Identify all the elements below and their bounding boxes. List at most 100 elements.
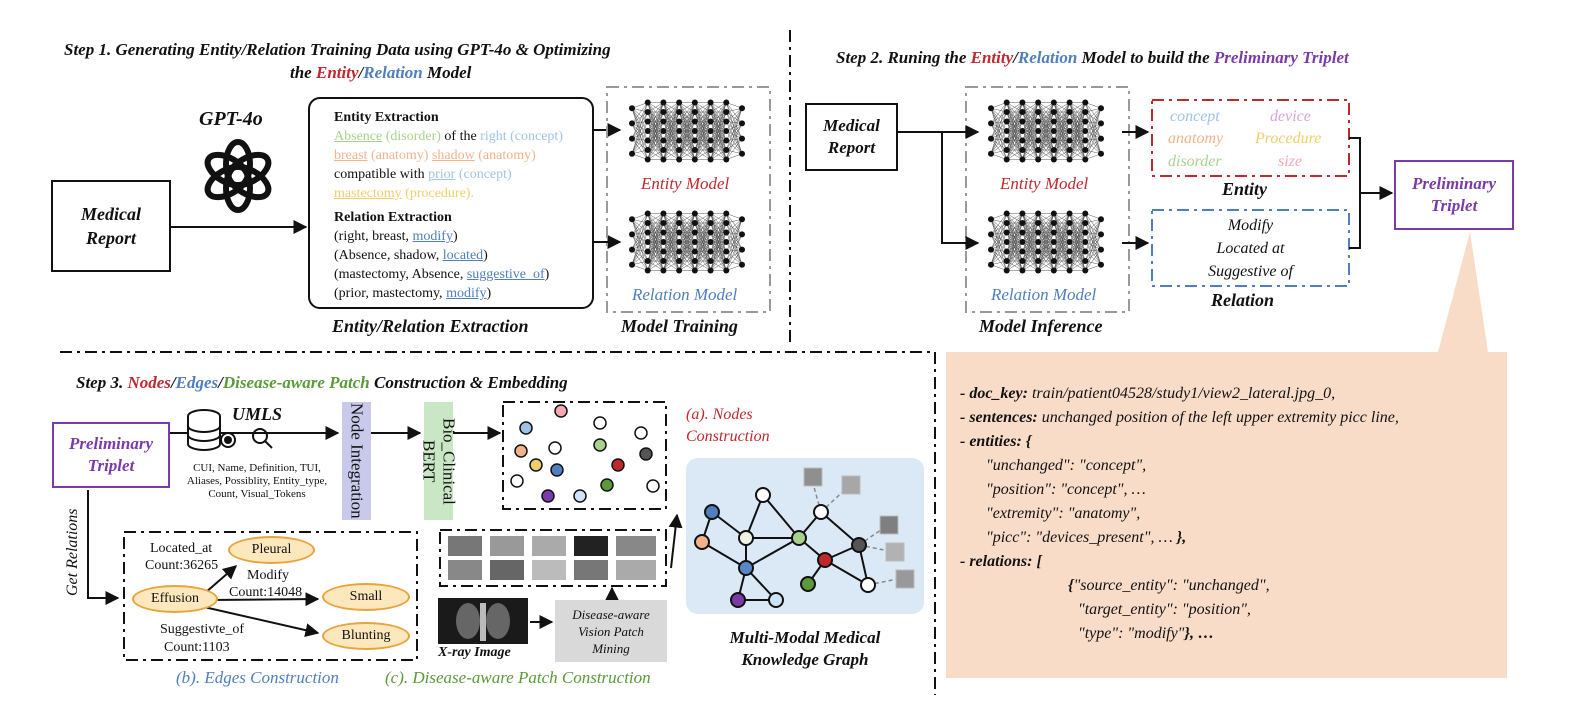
rel2-pre: (Absence, shadow, [334,248,443,263]
triplet-line1: Preliminary [1411,174,1497,193]
tok-mastectomy: mastectomy [334,186,402,201]
step2-entity-net-icon [988,99,1104,163]
step2-title-relation: Relation [1017,48,1078,67]
step2-medical-report-box: Medical Report [805,103,898,171]
step1-title: Step 1. Generating Entity/Relation Train… [64,40,764,60]
umls-fields-line1: CUI, Name, Definition, TUI, [193,462,321,474]
umls-fields-line3: Count, Visual_Tokens [208,488,306,500]
node-pleural-label: Pleural [251,542,292,557]
step3-triplet-line2: Triplet [87,456,135,475]
graph-caption-line2: Knowledge Graph [741,650,869,669]
step3-title-edges: Edges [175,373,219,392]
node-dot [514,444,528,458]
patch-mining-line3: Mining [592,640,630,656]
node-integration-block: Node Integration [342,402,371,520]
step2-title-pre: Step 2. Runing the [836,48,971,67]
medical-report-line2: Report [85,228,136,248]
bio-bert-block: Bio_Clinical BERT [420,402,459,520]
step3-title-pre: Step 3. [76,373,128,392]
rel2-post: ) [483,248,488,263]
step3-title-patch: Disease-aware Patch [222,373,370,392]
relation-extraction-heading: Relation Extraction [334,210,452,225]
step2-entity-model-label: Entity Model [1000,174,1089,193]
step2-title: Step 2. Runing the Entity/Relation Model… [836,48,1349,68]
relation-type-modify: Modify [1227,217,1274,234]
node-dot [573,489,587,503]
rel-open: { [1068,577,1074,594]
edge-modify-label: Modify [247,568,289,583]
step2-title-slash: / [1013,48,1018,67]
graph-caption: Multi-Modal Medical Knowledge Graph [686,627,924,671]
step1-title-line1: Step 1. Generating Entity/Relation Train… [64,40,611,59]
medical-report-line1: Medical [81,204,141,224]
step2-relation-model-label: Relation Model [991,285,1097,304]
step3-title-slash2: / [218,373,223,392]
node-dot [611,458,625,472]
step2-title-entity: Entity [970,48,1014,67]
step3-preliminary-triplet-box: Preliminary Triplet [52,422,170,488]
title-entity: Entity [315,63,359,82]
rel2-type: located [442,248,484,263]
rel3-type: suggestive_of [466,267,545,282]
umls-fields: CUI, Name, Definition, TUI, Aliases, Pos… [172,462,342,501]
node-dot [548,441,562,455]
inference-caption: Model Inference [979,316,1103,336]
step3-title-nodes: Nodes [127,373,171,392]
edge-located-label: Located_at [150,541,213,556]
tok-right: right [480,129,507,144]
nodes-caption-line2: Construction [686,428,770,445]
patch-mining-box: Disease-aware Vision Patch Mining [555,600,667,662]
relation-types: Modify Located at Suggestive of [1152,214,1349,283]
entity-type-disorder: disorder [1168,153,1222,170]
rel1-type: modify [412,229,453,244]
title-the: the [290,63,316,82]
step2-preliminary-triplet-box: Preliminary Triplet [1394,160,1514,230]
graph-caption-line1: Multi-Modal Medical [729,628,881,647]
step1-relation-net-icon [629,210,745,274]
relations-label: - relations: [ [960,553,1042,570]
title-slash: / [358,63,364,82]
relation-line-3: (mastectomy, Absence, suggestive_of) [334,265,582,284]
bio-bert-label: Bio_Clinical BERT [419,417,459,505]
edge-modify-count: Count:14048 [229,585,303,600]
gpt-4o-label: GPT-4o [199,108,263,130]
extraction-caption: Entity/Relation Extraction [332,316,529,336]
umls-label: UMLS [232,404,283,424]
triplet-line2: Triplet [1430,196,1478,215]
tok-prior: prior [428,167,456,182]
node-dot [510,474,524,488]
entity-line-1: "unchanged": "concept", [986,457,1147,474]
node-dot [541,489,555,503]
get-relations-label: Get Relations [64,508,81,597]
node-dot [600,478,614,492]
rel3-pre: (mastectomy, Absence, [334,267,467,282]
rel4-type: modify [446,286,487,301]
step2-medical-report-line2: Report [827,138,876,157]
example-panel: - doc_key: train/patient04528/study1/vie… [946,352,1507,678]
relation-line-2: (Absence, shadow, located) [334,246,582,265]
title-model: Model [422,63,472,82]
entity-line-4: "picc": "devices_present", … [986,529,1177,546]
node-blunting-label: Blunting [341,628,391,643]
entity-close: }, [1176,529,1187,546]
tok-anatomy1: (anatomy) [370,148,429,163]
node-dot [550,463,564,477]
patch-mining-line1: Disease-aware [572,606,650,622]
openai-logo-icon [204,139,272,213]
patch-strip [448,536,656,580]
training-caption: Model Training [621,316,738,336]
tok-compatible: compatible with [334,167,425,182]
step2-medical-report-line1: Medical [823,116,880,135]
step1-entity-model-label: Entity Model [641,174,730,193]
rel-line-2: "target_entity": "position", [1078,601,1251,618]
rel-close: }, … [1184,625,1214,642]
entity-type-concept: concept [1170,108,1220,125]
sentences-value: unchanged position of the left upper ext… [1037,409,1399,426]
database-icon [187,409,236,451]
entity-line-2: "position": "concept", … [986,481,1146,498]
entity-line-3: "extremity": "anatomy", [986,505,1141,522]
node-dot [529,458,543,472]
nodes-caption: (a). Nodes Construction [686,404,770,448]
